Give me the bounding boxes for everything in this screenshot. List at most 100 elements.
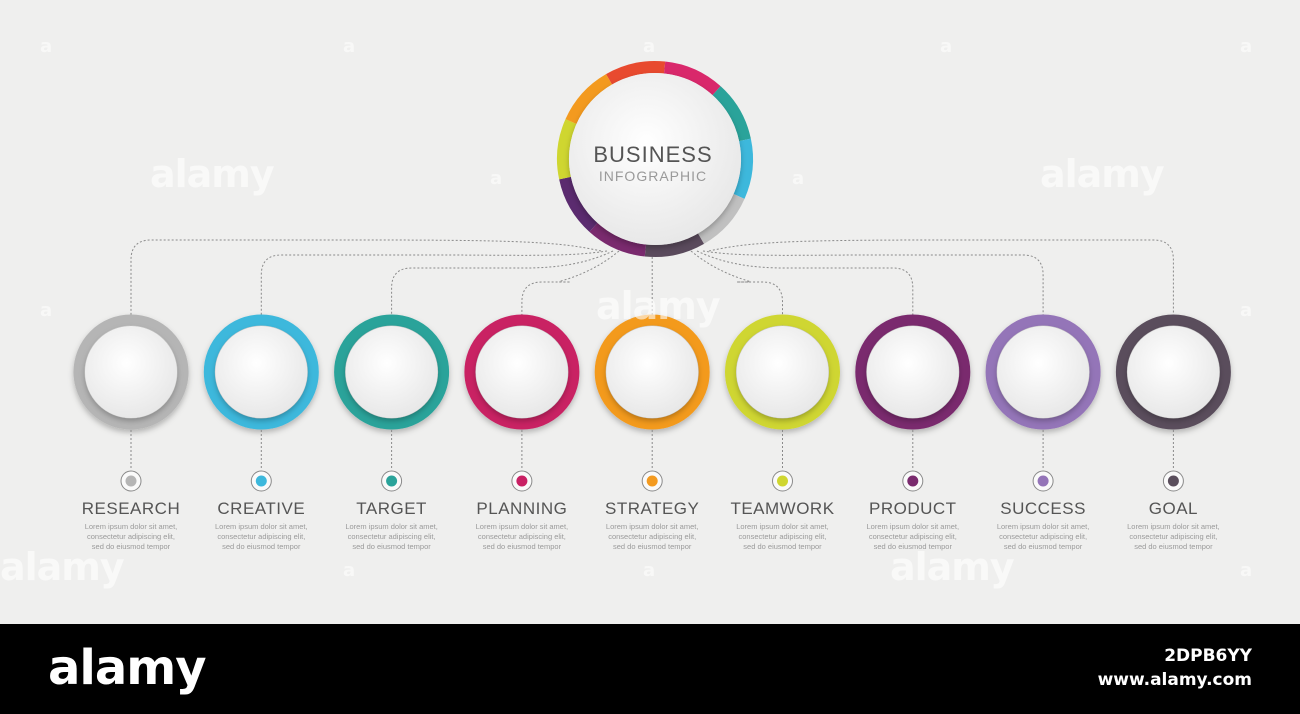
node-label: RESEARCH [81, 499, 181, 518]
node-label: PRODUCT [869, 499, 957, 518]
node-description: Lorem ipsum dolor sit amet,consectetur a… [843, 522, 983, 552]
connector-line [702, 250, 1044, 316]
watermark: alamy [0, 545, 125, 589]
node-label: TARGET [356, 499, 427, 518]
node-description-line: Lorem ipsum dolor sit amet, [736, 522, 829, 531]
node-description-line: sed do eiusmod tempor [352, 542, 431, 551]
node-label: STRATEGY [605, 499, 700, 518]
node-dot [511, 470, 533, 492]
node-description-line: sed do eiusmod tempor [222, 542, 301, 551]
node-description-line: Lorem ipsum dolor sit amet, [84, 522, 178, 531]
node-circle-planning [464, 314, 580, 430]
node-stems [120, 430, 1184, 492]
node-description-line: Lorem ipsum dolor sit amet, [1127, 522, 1220, 531]
node-description-line: sed do eiusmod tempor [612, 542, 692, 551]
node-label: GOAL [1148, 499, 1199, 518]
site-url: www.alamy.com [1097, 670, 1252, 690]
hub-circle [557, 61, 753, 257]
node-label: PLANNING [476, 499, 568, 518]
node-description-line: consectetur adipiscing elit, [608, 532, 697, 541]
watermark: alamy [150, 152, 275, 196]
hub-ring-segment [644, 233, 704, 257]
node-description-line: sed do eiusmod tempor [91, 542, 171, 551]
connector-line [260, 250, 608, 316]
node-description: Lorem ipsum dolor sit amet,consectetur a… [713, 522, 853, 552]
watermark-letter: a [940, 36, 953, 57]
watermark-letter: a [490, 168, 503, 189]
node-description-line: sed do eiusmod tempor [743, 542, 822, 551]
node-description: Lorem ipsum dolor sit amet,consectetur a… [191, 522, 331, 552]
watermark-letter: a [792, 168, 805, 189]
node-description-line: consectetur adipiscing elit, [1129, 532, 1218, 541]
node-label: SUCCESS [1000, 499, 1086, 518]
watermark: alamy [596, 284, 721, 328]
node-description-line: consectetur adipiscing elit, [347, 532, 436, 541]
hub-ring-segment [712, 86, 751, 142]
node-description-line: sed do eiusmod tempor [482, 542, 562, 551]
node-description-line: sed do eiusmod tempor [1134, 542, 1213, 551]
node-dot [120, 470, 142, 492]
node-description-line: consectetur adipiscing elit, [477, 532, 566, 541]
watermark: alamy [1040, 152, 1165, 196]
node-description: Lorem ipsum dolor sit amet,consectetur a… [582, 522, 722, 552]
watermark-letter: a [343, 560, 356, 581]
hub-title: BUSINESS [593, 142, 713, 167]
node-circle-teamwork [725, 314, 840, 430]
node-description-line: consectetur adipiscing elit, [87, 532, 175, 541]
watermark-letter: a [40, 300, 53, 321]
hub-subtitle: INFOGRAPHIC [598, 168, 708, 184]
node-circle-product [855, 314, 971, 430]
node-circle-target [334, 314, 450, 430]
node-description-line: sed do eiusmod tempor [873, 542, 952, 551]
connector-lines [130, 239, 1174, 316]
node-description-line: Lorem ipsum dolor sit amet, [996, 522, 1090, 531]
node-description-line: Lorem ipsum dolor sit amet, [215, 522, 308, 531]
node-circle-creative [203, 314, 319, 430]
watermark-letter: a [1240, 300, 1253, 321]
footer-bar: alamy 2DPB6YY www.alamy.com [0, 624, 1300, 714]
node-dot [250, 470, 272, 492]
node-label: TEAMWORK [730, 499, 835, 518]
watermark-letter: a [1240, 36, 1253, 57]
node-circles [73, 314, 1231, 430]
node-dot [1032, 470, 1054, 492]
node-description-line: Lorem ipsum dolor sit amet, [605, 522, 699, 531]
node-description-line: Lorem ipsum dolor sit amet, [866, 522, 960, 531]
hub-ring-segment [733, 138, 753, 199]
node-dot [1162, 470, 1184, 492]
node-description-line: sed do eiusmod tempor [1003, 542, 1083, 551]
watermark: alamy [890, 545, 1015, 589]
connector-line [521, 250, 620, 316]
brand-logo: alamy [48, 640, 207, 696]
watermark-letter: a [643, 36, 656, 57]
watermark-letter: a [343, 36, 356, 57]
connector-line [708, 239, 1174, 316]
node-description-line: consectetur adipiscing elit, [217, 532, 306, 541]
node-circle-success [985, 314, 1101, 430]
node-description-line: Lorem ipsum dolor sit amet, [475, 522, 569, 531]
image-id: 2DPB6YY [1164, 646, 1252, 666]
node-label: CREATIVE [217, 499, 306, 518]
hub-ring-segment [559, 176, 598, 232]
node-circle-research [73, 314, 189, 430]
hub-ring-segment [663, 61, 721, 96]
hub-ring-segment [565, 74, 613, 125]
node-description: Lorem ipsum dolor sit amet,consectetur a… [61, 522, 201, 552]
watermark-letter: a [1240, 560, 1253, 581]
node-description-line: consectetur adipiscing elit, [999, 532, 1088, 541]
connector-line [690, 250, 783, 316]
node-circle-goal [1115, 314, 1231, 430]
node-dot [902, 470, 924, 492]
watermark-letter: a [643, 560, 656, 581]
node-description: Lorem ipsum dolor sit amet,consectetur a… [452, 522, 592, 552]
connector-line [696, 250, 914, 316]
node-description-line: consectetur adipiscing elit, [868, 532, 957, 541]
hub-ring-segment [697, 193, 745, 244]
node-description-line: Lorem ipsum dolor sit amet, [345, 522, 438, 531]
node-dot [772, 470, 793, 492]
diagram-svg [73, 61, 1231, 492]
node-description: Lorem ipsum dolor sit amet,consectetur a… [322, 522, 462, 552]
node-dot [381, 470, 403, 492]
hub-ring-segment [589, 222, 647, 257]
node-description-line: consectetur adipiscing elit, [738, 532, 827, 541]
